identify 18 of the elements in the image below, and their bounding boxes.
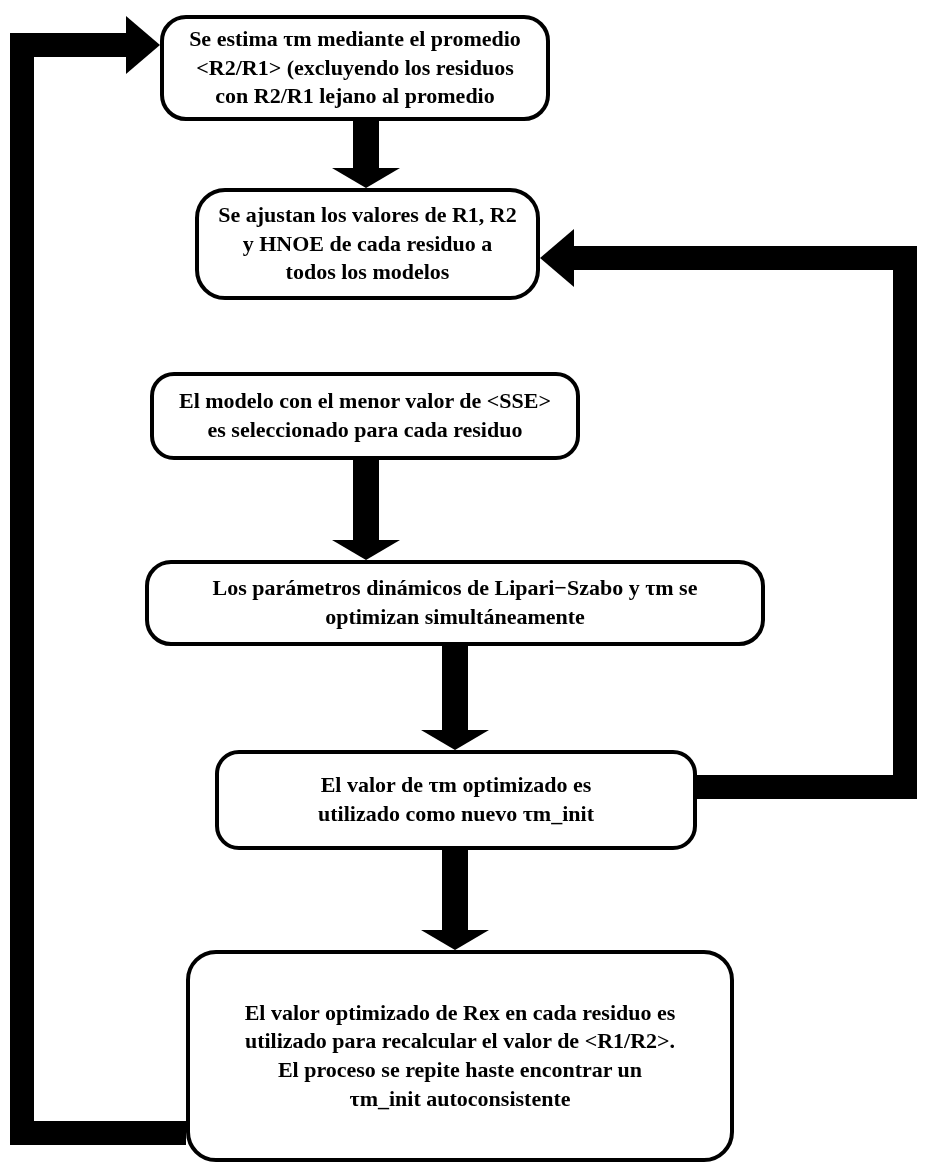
process-box [195,188,540,300]
arrow [332,121,400,188]
arrow [10,16,186,1145]
box-text: El modelo con el menor valor de <SSE> es seleccionado para cada residuo [178,387,552,444]
process-box [150,372,580,460]
process-box [215,750,697,850]
process-box [145,560,765,646]
box-text: Se ajustan los valores de R1, R2 y HNOE de cada residuo a todos los modelos [217,201,518,287]
arrow [332,460,400,560]
process-box [160,15,550,121]
box-text: Se estima τm mediante el promedio <R2/R1> (excluyendo los residuos con R2/R1 lejano al promedio [188,25,522,111]
arrow [540,229,917,799]
box-text: El valor optimizado de Rex en cada residuo es utilizado para recalcular el valor de <R1/R2>. El proceso se repite haste encontrar un τm_init autoconsistente [243,998,677,1113]
process-box [186,950,734,1162]
arrow [421,850,489,950]
box-text: El valor de τm optimizado es utilizado como nuevo τm_init [317,771,595,828]
box-text: Los parámetros dinámicos de Lipari−Szabo y τm se optimizan simultáneamente [211,574,699,631]
arrow [421,646,489,750]
